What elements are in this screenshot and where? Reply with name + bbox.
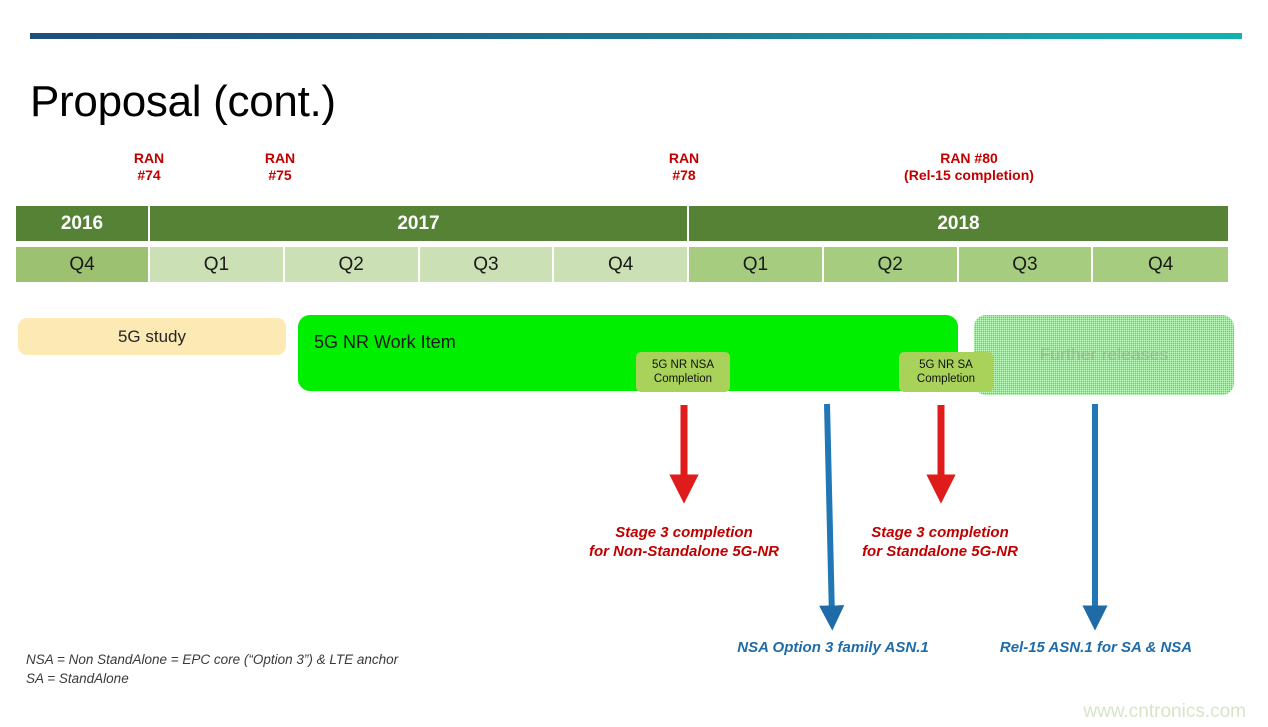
top-accent-bar [30,33,1242,39]
ran-marker-80: RAN #80 (Rel-15 completion) [853,150,1085,184]
footnote-line1: NSA = Non StandAlone = EPC core (“Option… [26,652,399,667]
ran-marker-74-line2: #74 [137,167,161,183]
annotation-stage3-sa-line2: for Standalone 5G-NR [862,543,1018,560]
bar-5g-study-label: 5G study [117,326,187,346]
annotation-rel15-asn1: Rel-15 ASN.1 for SA & NSA [999,639,1193,656]
ran-marker-78-line1: RAN [668,150,700,166]
annotation-stage3-sa-line1: Stage 3 completion [871,524,1009,541]
ran-marker-75-line1: RAN [264,150,296,166]
milestone-chip-nsa-line2: Completion [653,373,713,385]
milestone-chip-sa-line1: 5G NR SA [919,359,973,371]
annotation-nsa-option3-asn1: NSA Option 3 family ASN.1 [737,639,929,656]
bar-5g-nr-work-item: 5G NR Work Item [298,315,958,391]
quarter-cell-2017-q1: Q1 [150,247,285,282]
quarter-cell-2018-q3: Q3 [958,247,1094,282]
footnote-line2: SA = StandAlone [26,671,129,686]
page-title: Proposal (cont.) [30,77,336,126]
quarter-cell-2016-q4: Q4 [16,247,150,282]
ran-marker-74: RAN #74 [110,150,188,184]
bar-further-releases-label: Further releases [1039,345,1169,364]
annotation-stage3-nsa: Stage 3 completion for Non-Standalone 5G… [580,523,788,561]
quarter-cell-2018-q4: Q4 [1093,247,1228,282]
ran-marker-78-line2: #78 [672,167,696,183]
ran-marker-78: RAN #78 [645,150,723,184]
year-cell-2018: 2018 [689,206,1228,241]
ran-marker-80-line2: (Rel-15 completion) [904,167,1034,183]
arrow-blue-nsa-asn1 [819,403,845,631]
quarter-cell-2018-q2: Q2 [823,247,959,282]
bar-5g-nr-work-item-label: 5G NR Work Item [314,332,456,352]
annotation-stage3-nsa-line1: Stage 3 completion [615,524,753,541]
ran-marker-75: RAN #75 [241,150,319,184]
bar-5g-study: 5G study [18,318,286,355]
annotation-stage3-nsa-line2: for Non-Standalone 5G-NR [589,543,779,560]
year-cell-2017: 2017 [150,206,689,241]
watermark: www.cntronics.com [1083,701,1246,722]
annotation-stage3-sa: Stage 3 completion for Standalone 5G-NR [850,523,1030,561]
ran-marker-74-line1: RAN [133,150,165,166]
bar-further-releases: Further releases [974,315,1234,395]
quarter-cell-2017-q2: Q2 [284,247,420,282]
ran-marker-75-line2: #75 [268,167,292,183]
milestone-chip-nsa-line1: 5G NR NSA [652,359,714,371]
footnote-legend: NSA = Non StandAlone = EPC core (“Option… [26,650,398,688]
milestone-chip-sa-completion: 5G NR SA Completion [899,352,993,392]
year-cell-2016: 2016 [16,206,150,241]
timeline-year-row: 2016 2017 2018 [16,206,1228,241]
quarter-cell-2017-q3: Q3 [419,247,555,282]
quarter-cell-2018-q1: Q1 [689,247,824,282]
quarter-cell-2017-q4: Q4 [554,247,689,282]
milestone-chip-sa-line2: Completion [916,373,976,385]
timeline-quarter-row: Q4 Q1 Q2 Q3 Q4 Q1 Q2 Q3 Q4 [16,247,1228,282]
ran-marker-80-line1: RAN #80 [940,150,998,166]
milestone-chip-nsa-completion: 5G NR NSA Completion [636,352,730,392]
